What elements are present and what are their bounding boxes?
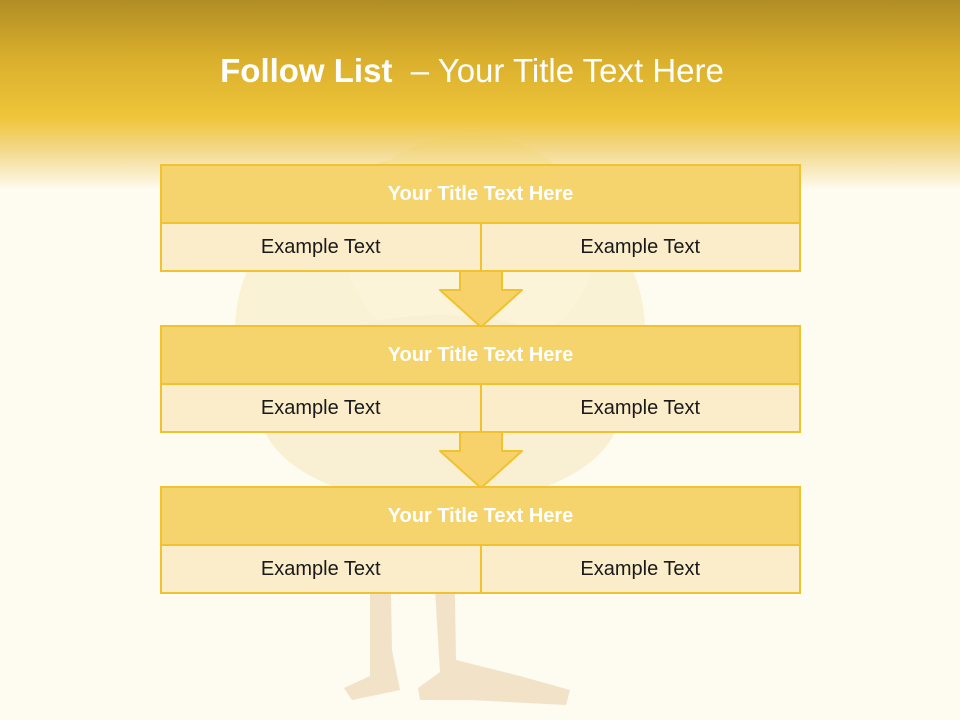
step-title: Your Title Text Here [162, 488, 799, 546]
step-row: Example Text Example Text [162, 224, 799, 270]
step-title: Your Title Text Here [162, 327, 799, 385]
step-row: Example Text Example Text [162, 546, 799, 592]
down-arrow-icon [439, 270, 523, 328]
step-cell-left: Example Text [260, 557, 381, 580]
page-title: Follow List – Your Title Text Here [0, 52, 944, 90]
step-title: Your Title Text Here [162, 166, 799, 224]
header-band [0, 0, 960, 190]
down-arrow-icon [439, 431, 523, 489]
step-block-1: Your Title Text Here Example Text Exampl… [160, 164, 801, 272]
step-cell-right: Example Text [479, 224, 800, 270]
step-row: Example Text Example Text [162, 385, 799, 431]
title-rest-part: – Your Title Text Here [392, 52, 724, 89]
step-block-2: Your Title Text Here Example Text Exampl… [160, 325, 801, 433]
step-cell-right: Example Text [479, 385, 800, 431]
step-block-3: Your Title Text Here Example Text Exampl… [160, 486, 801, 594]
title-bold-part: Follow List [220, 52, 393, 89]
step-cell-left: Example Text [260, 235, 381, 258]
step-cell-right: Example Text [479, 546, 800, 592]
step-cell-left: Example Text [260, 396, 381, 419]
